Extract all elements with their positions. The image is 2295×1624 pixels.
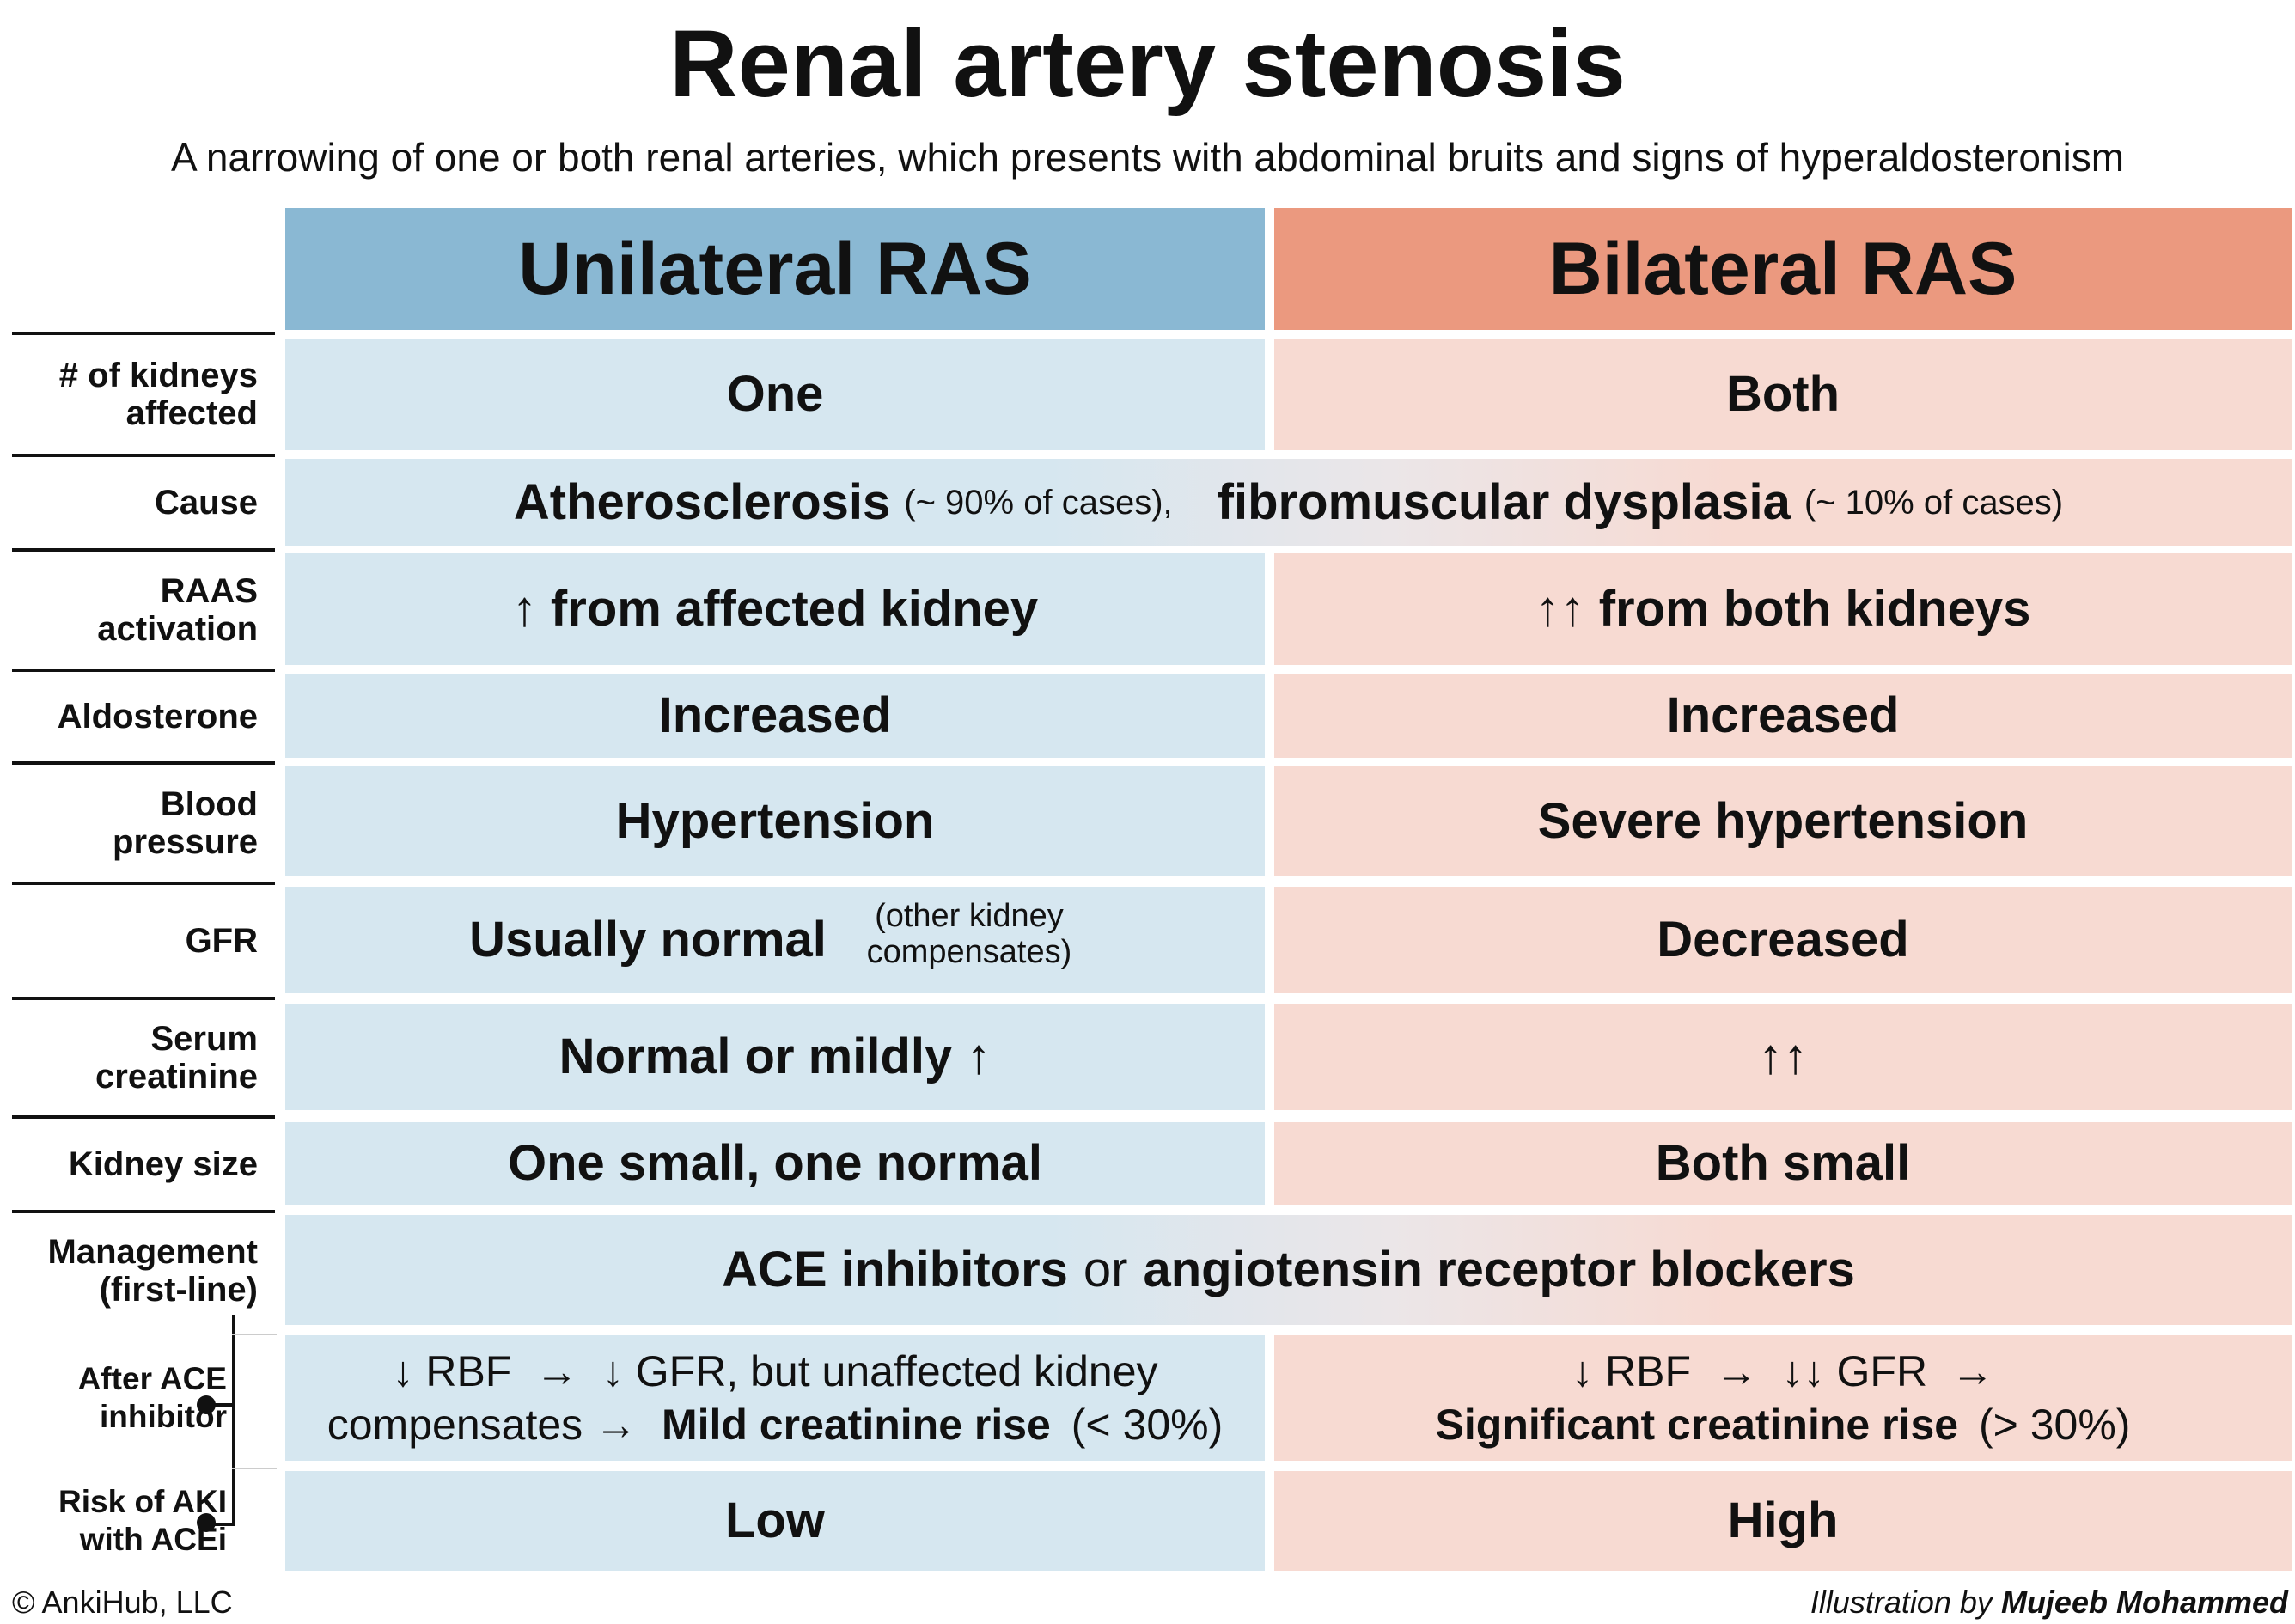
cell-bp-bilateral: Severe hypertension bbox=[1274, 766, 2292, 876]
gfr-unilateral-note: (other kidney compensates) bbox=[866, 898, 1072, 970]
row-label-kidneys: # of kidneys affected bbox=[12, 332, 275, 454]
gfr-unilateral-value: Usually normal bbox=[469, 912, 827, 968]
cell-raas-unilateral: ↑ from affected kidney bbox=[285, 553, 1265, 665]
row-label-text: # of kidneys affected bbox=[58, 357, 258, 432]
after-ace-unilateral-line2: compensates → Mild creatinine rise (< 30… bbox=[327, 1398, 1224, 1451]
cell-creatinine-unilateral: Normal or mildly ↑ bbox=[285, 1004, 1265, 1110]
cell-kidneys-bilateral: Both bbox=[1274, 339, 2292, 450]
row-label-raas: RAAS activation bbox=[12, 548, 275, 669]
row-label-text: RAAS activation bbox=[97, 572, 258, 648]
cause-atherosclerosis-note: (~ 90% of cases), bbox=[904, 484, 1173, 522]
row-label-creatinine: Serum creatinine bbox=[12, 997, 275, 1115]
copyright: © AnkiHub, LLC bbox=[12, 1584, 233, 1620]
cell-aki-bilateral: High bbox=[1274, 1471, 2292, 1571]
credit-name: Mujeeb Mohammed bbox=[2000, 1584, 2288, 1620]
after-ace-bilateral-line2: Significant creatinine rise (> 30%) bbox=[1436, 1398, 2131, 1451]
after-ace-unilateral-compensates: compensates → bbox=[327, 1401, 638, 1449]
after-ace-bullet-dot bbox=[197, 1395, 216, 1414]
credit-prefix: Illustration by bbox=[1810, 1584, 1993, 1620]
cell-aki-unilateral: Low bbox=[285, 1471, 1265, 1571]
sub-row-bracket-foot bbox=[206, 1523, 235, 1526]
row-label-text: Management (first-line) bbox=[47, 1233, 259, 1309]
aki-bullet-dot bbox=[197, 1513, 216, 1532]
cause-atherosclerosis: Atherosclerosis bbox=[513, 474, 891, 530]
cell-management: ACE inhibitors or angiotensin receptor b… bbox=[285, 1215, 2292, 1325]
cell-size-unilateral: One small, one normal bbox=[285, 1122, 1265, 1205]
row-label-text: Blood pressure bbox=[113, 785, 258, 861]
cause-fmd-note: (~ 10% of cases) bbox=[1804, 484, 2064, 522]
cell-cause: Atherosclerosis (~ 90% of cases), fibrom… bbox=[285, 459, 2292, 546]
management-arb: angiotensin receptor blockers bbox=[1143, 1242, 1855, 1297]
after-ace-bullet-link bbox=[210, 1403, 234, 1407]
illustration-credit: Illustration by Mujeeb Mohammed bbox=[1810, 1584, 2288, 1621]
cell-creatinine-bilateral: ↑↑ bbox=[1274, 1004, 2292, 1110]
row-label-management: Management (first-line) bbox=[12, 1210, 275, 1328]
cell-gfr-unilateral: Usually normal (other kidney compensates… bbox=[285, 887, 1265, 993]
sub-row-divider-mid bbox=[232, 1468, 277, 1469]
sub-row-divider-top bbox=[232, 1334, 277, 1335]
row-label-bp: Blood pressure bbox=[12, 761, 275, 882]
cell-kidneys-unilateral: One bbox=[285, 339, 1265, 450]
after-ace-bilateral-rise: Significant creatinine rise bbox=[1435, 1401, 1959, 1449]
page-subtitle: A narrowing of one or both renal arterie… bbox=[170, 135, 2125, 180]
cell-raas-bilateral: ↑↑ from both kidneys bbox=[1274, 553, 2292, 665]
cell-gfr-bilateral: Decreased bbox=[1274, 887, 2292, 993]
management-ace: ACE inhibitors bbox=[722, 1242, 1068, 1297]
cell-aldosterone-bilateral: Increased bbox=[1274, 674, 2292, 758]
row-label-aldosterone: Aldosterone bbox=[12, 669, 275, 761]
after-ace-unilateral-line1: ↓ RBF → ↓ GFR, but unaffected kidney bbox=[392, 1347, 1158, 1395]
management-or: or bbox=[1083, 1242, 1128, 1297]
page-title: Renal artery stenosis bbox=[669, 11, 1626, 117]
cell-after-ace-unilateral: ↓ RBF → ↓ GFR, but unaffected kidney com… bbox=[285, 1335, 1265, 1461]
row-label-size: Kidney size bbox=[12, 1115, 275, 1210]
sub-row-bracket bbox=[232, 1315, 235, 1526]
cause-fmd: fibromuscular dysplasia bbox=[1217, 474, 1791, 530]
row-label-cause: Cause bbox=[12, 454, 275, 548]
cell-after-ace-bilateral: ↓ RBF → ↓↓ GFR → Significant creatinine … bbox=[1274, 1335, 2292, 1461]
unilateral-header: Unilateral RAS bbox=[285, 208, 1265, 330]
after-ace-bilateral-line1: ↓ RBF → ↓↓ GFR → bbox=[1572, 1347, 1994, 1395]
bilateral-header: Bilateral RAS bbox=[1274, 208, 2292, 330]
row-label-text: Serum creatinine bbox=[95, 1020, 258, 1096]
after-ace-bilateral-pct: (> 30%) bbox=[1978, 1401, 2131, 1449]
cell-aldosterone-unilateral: Increased bbox=[285, 674, 1265, 758]
row-label-gfr: GFR bbox=[12, 882, 275, 997]
row-label-aki: Risk of AKI with ACEi bbox=[12, 1468, 275, 1574]
cell-bp-unilateral: Hypertension bbox=[285, 766, 1265, 876]
cell-size-bilateral: Both small bbox=[1274, 1122, 2292, 1205]
after-ace-unilateral-pct: (< 30%) bbox=[1071, 1401, 1224, 1449]
row-label-after-ace: After ACE inhibitor bbox=[12, 1332, 275, 1464]
after-ace-unilateral-rise: Mild creatinine rise bbox=[661, 1401, 1051, 1449]
